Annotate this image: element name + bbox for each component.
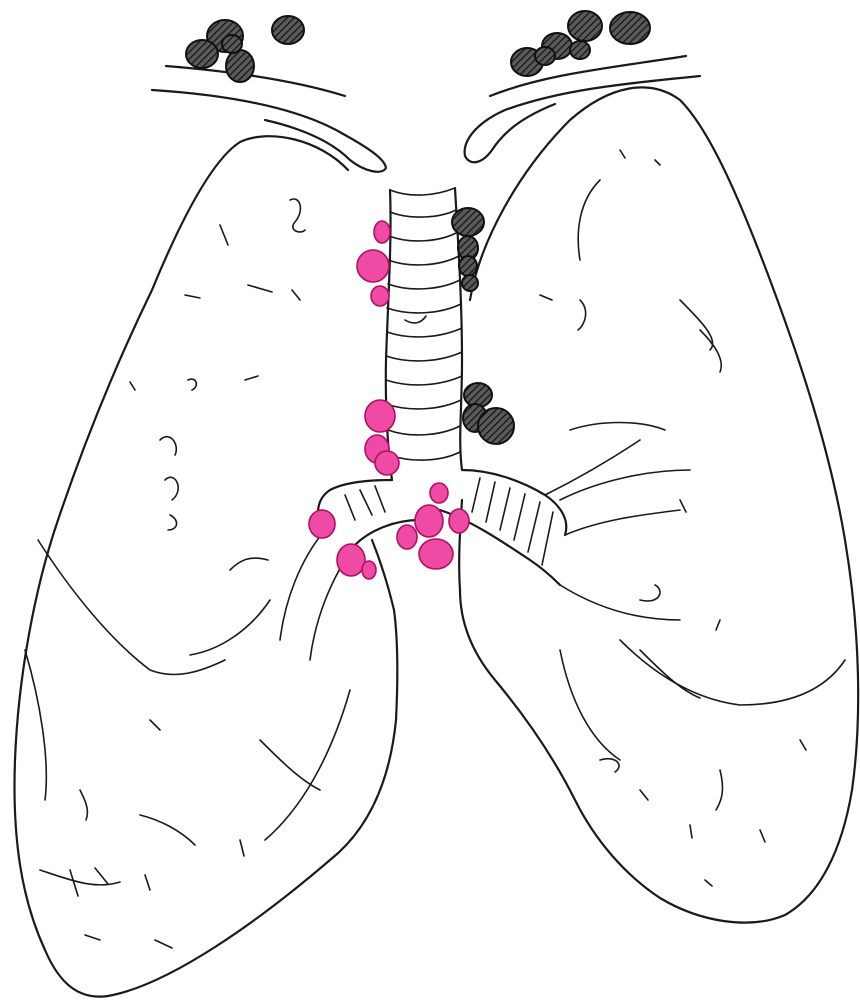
lymph-nodes-right-supraclavicular [511, 11, 650, 76]
lymph-nodes-highlight-upper-paratracheal [357, 221, 390, 306]
lymph-node-highlight [449, 509, 469, 533]
lymph-node-highlight [419, 539, 453, 569]
lymph-nodes-highlight-lower-paratracheal [365, 400, 399, 475]
lymph-node-dark [459, 256, 477, 276]
lymph-nodes-highlight-hilar-left [309, 510, 376, 579]
lymph-node-highlight [397, 525, 417, 549]
lymph-node-dark [570, 41, 590, 59]
lung-right [459, 87, 858, 922]
lymph-node-dark [186, 40, 218, 68]
lymph-node-highlight [309, 510, 335, 538]
lymph-nodes-tracheobronchial-dark [463, 383, 514, 444]
trachea [386, 188, 462, 480]
lymph-node-dark [452, 208, 484, 236]
lymph-nodes-paratracheal-dark [452, 208, 484, 291]
lymph-node-highlight [430, 483, 448, 503]
lymph-node-dark [568, 11, 602, 41]
bronchus-left [230, 480, 420, 660]
lymph-node-dark [462, 275, 478, 291]
lymph-nodes-left-supraclavicular [186, 16, 304, 82]
lymph-node-highlight [415, 505, 443, 537]
lymph-node-dark [610, 12, 650, 44]
lymph-node-dark [222, 35, 242, 53]
lymph-nodes-highlight-subcarinal [397, 483, 469, 569]
lymph-node-dark [272, 16, 304, 44]
lymph-node-highlight [337, 544, 365, 576]
lymph-node-dark [226, 50, 254, 82]
lymph-node-highlight [371, 286, 389, 306]
lymph-node-highlight [374, 221, 390, 243]
lymph-node-highlight [365, 400, 395, 432]
lymph-node-highlight [375, 451, 399, 475]
lymph-node-highlight [362, 561, 376, 579]
lymph-node-highlight [357, 250, 389, 282]
bronchus-right [440, 440, 680, 620]
lymph-node-dark [478, 408, 514, 444]
lymph-node-dark [535, 47, 555, 65]
clavicle-left [152, 66, 386, 172]
